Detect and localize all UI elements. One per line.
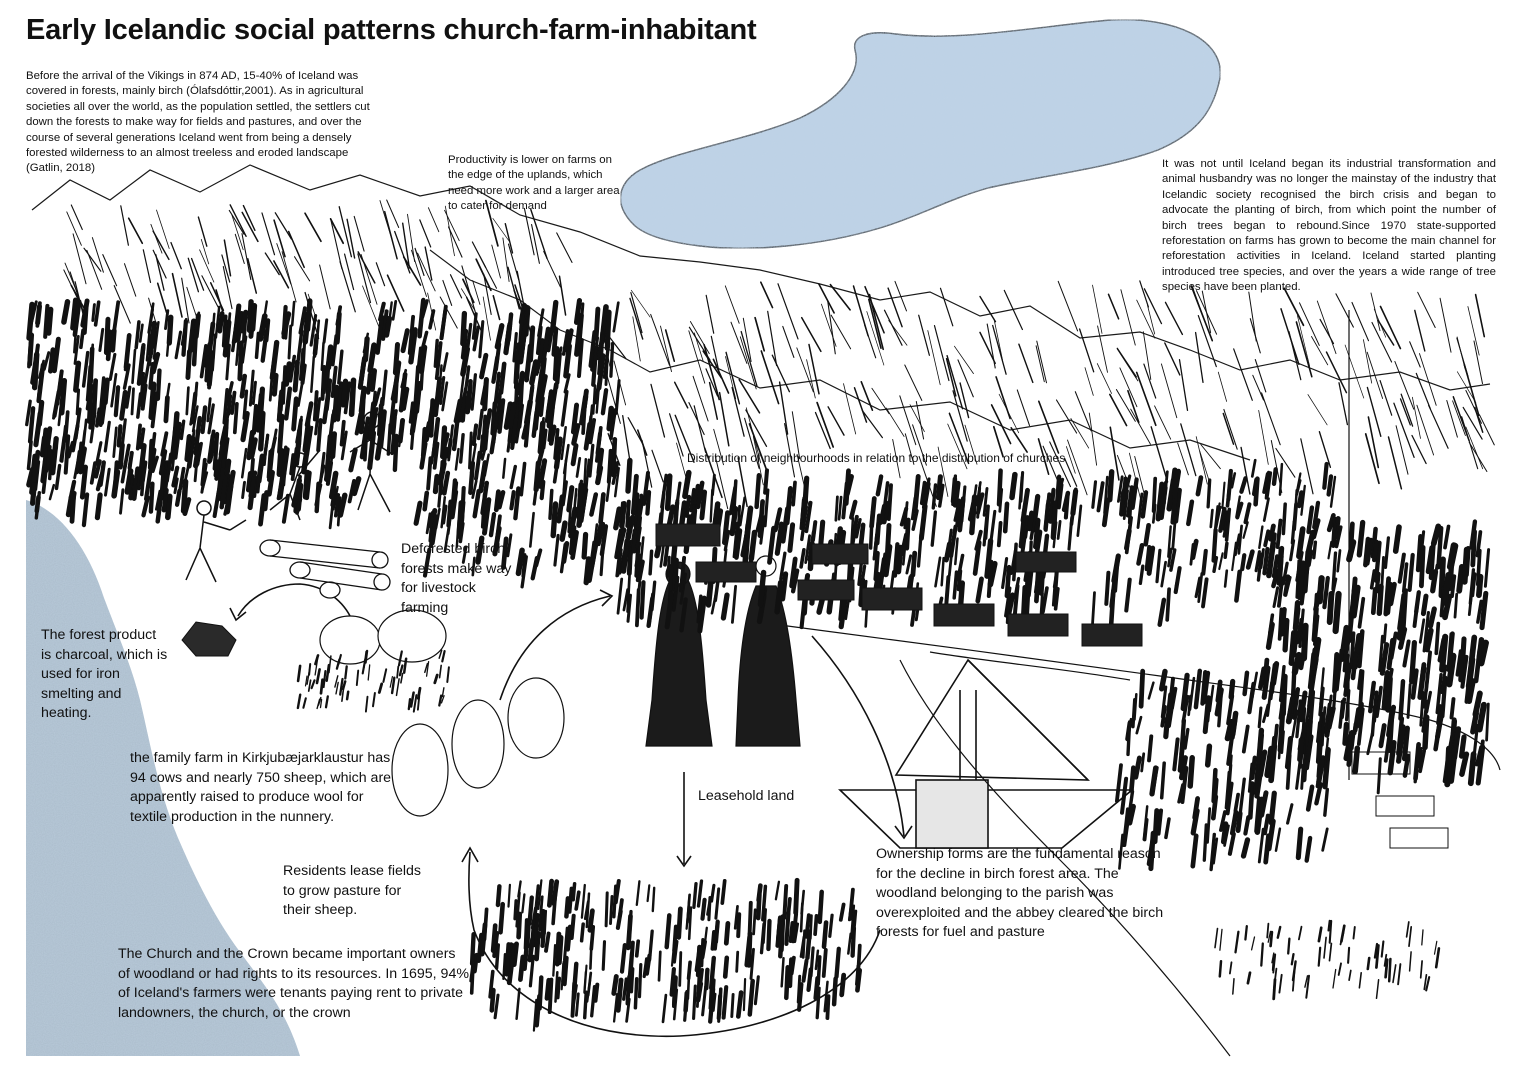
productivity-text: Productivity is lower on farms on the ed… xyxy=(448,154,620,213)
ownership-caption: Ownership forms are the fundamental reas… xyxy=(876,846,1164,940)
residents-caption: Residents lease fields to grow pasture f… xyxy=(283,863,422,918)
intro-text: Before the arrival of the Vikings in 874… xyxy=(26,70,370,175)
sheep xyxy=(319,609,565,817)
deforested-caption: Deforested birch forests make way for li… xyxy=(401,541,512,616)
nun-and-priest xyxy=(645,555,801,747)
village-houses xyxy=(655,523,1449,849)
lake xyxy=(619,18,1221,249)
coast-sea xyxy=(26,500,300,1056)
page-title: Early Icelandic social patterns church-f… xyxy=(26,14,757,46)
family-farm-caption: the family farm in Kirkjubæjarklaustur h… xyxy=(130,750,392,825)
industrial-text: It was not until Iceland began its indus… xyxy=(1162,158,1496,294)
charcoal xyxy=(181,621,237,657)
mountain-ridges xyxy=(31,164,1491,461)
church-building xyxy=(838,658,1135,849)
charcoal-caption: The forest product is charcoal, which is… xyxy=(41,627,168,721)
church-crown-caption: The Church and the Crown became importan… xyxy=(118,946,469,1021)
logs xyxy=(259,539,391,599)
cycle-arrows xyxy=(229,583,913,1038)
forest-hatching xyxy=(25,199,1495,1032)
leasehold-caption: Leasehold land xyxy=(698,788,795,804)
distribution-caption: Distribution of neighbourhoods in relati… xyxy=(687,451,1066,465)
